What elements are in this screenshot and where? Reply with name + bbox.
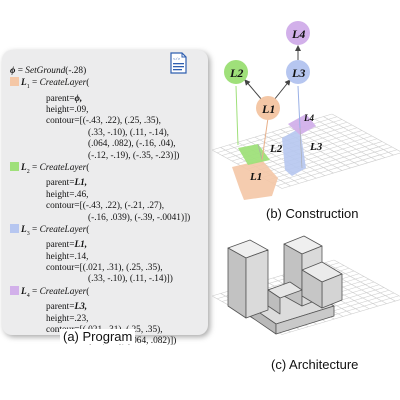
footprint-label-l2: L2 [269, 143, 283, 155]
code-line: L2 = CreateLayer( [10, 162, 190, 178]
program-panel [2, 50, 208, 335]
layer-swatch [10, 224, 19, 233]
layer-swatch [10, 162, 19, 172]
footprint-label-l3: L3 [309, 141, 323, 153]
code-line: height=.46, [46, 189, 89, 200]
layer-swatch [10, 77, 19, 87]
code-line: height=.23, [46, 313, 89, 324]
svg-text:L4: L4 [291, 27, 305, 41]
construction-caption: (b) Construction [266, 206, 358, 221]
footprint-label-l4: L4 [303, 113, 314, 123]
footprint-label-l1: L1 [249, 171, 262, 183]
code-line: contour=[(.021, .31), (.25, .35), [46, 263, 163, 274]
code-line: (.064, .082), (-.16, .04), [88, 139, 176, 150]
document-icon: </> [170, 52, 187, 74]
code-line: (-.16, .039), (-.39, -.0041)]) [88, 212, 191, 223]
node-l3: L3 [286, 60, 310, 84]
footprint-l4 [288, 114, 316, 135]
code-line: height=.14, [46, 251, 89, 262]
svg-text:L3: L3 [291, 66, 305, 80]
code-line: (.33, -.10), (.11, -.14), [88, 127, 169, 138]
node-l4: L4 [286, 21, 310, 45]
code-line: (-.12, -.19), (-.35, -.23)]) [88, 150, 180, 161]
architecture-caption: (c) Architecture [271, 357, 358, 372]
footprint-l1 [232, 160, 278, 200]
program-code: ϕ = SetGround(-.28)L1 = CreateLayer(pare… [10, 66, 190, 348]
svg-text:L1: L1 [261, 102, 275, 116]
node-l1: L1 [256, 96, 280, 120]
svg-text:L2: L2 [229, 66, 243, 80]
code-line: (.33, -.10), (.11, -.14)]) [88, 274, 173, 285]
node-l2: L2 [224, 60, 248, 84]
program-caption: (a) Program [60, 329, 136, 344]
code-line: parent=ϕ, [46, 93, 83, 104]
code-line: L1 = CreateLayer( [10, 77, 190, 93]
code-line: contour=[(-.43, .22), (.25, .35), [46, 116, 161, 127]
svg-text:</>: </> [173, 57, 181, 62]
code-line: parent=L1, [46, 178, 88, 189]
code-line: height=.09, [46, 105, 89, 116]
code-line: L3 = CreateLayer( [10, 224, 190, 240]
code-line: ϕ = SetGround(-.28) [10, 66, 87, 76]
code-line: parent=L1, [46, 240, 88, 251]
construction-footprints [232, 114, 316, 200]
code-line: L4 = CreateLayer( [10, 285, 190, 302]
hierarchy-edges [235, 45, 301, 161]
architecture-model [227, 235, 343, 335]
layer-swatch [10, 285, 19, 295]
footprint-l3 [282, 128, 306, 176]
code-line: contour=[(-.43, .22), (-.21, .27), [46, 201, 165, 212]
code-line: parent=L3, [46, 302, 88, 313]
